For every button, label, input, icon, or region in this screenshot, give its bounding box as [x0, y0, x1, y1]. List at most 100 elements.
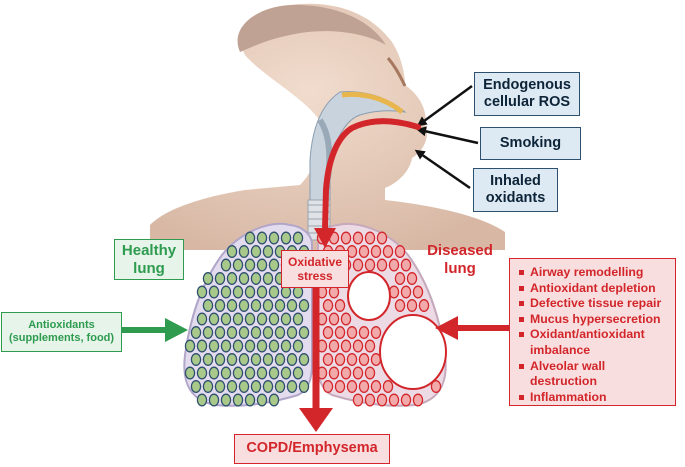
alveolus — [412, 285, 424, 299]
alveolus — [244, 339, 256, 353]
alveolus — [298, 353, 310, 366]
alveolus — [226, 326, 238, 339]
alveolus — [184, 366, 196, 380]
alveolus — [262, 272, 274, 285]
alveolus — [190, 353, 202, 366]
alveolus — [370, 245, 382, 258]
antioxidants-box: Antioxidants (supplements, food) — [1, 312, 122, 352]
alveolus — [196, 393, 208, 407]
alveolus — [238, 272, 250, 285]
alveolus — [268, 393, 280, 407]
alveolus — [214, 299, 226, 312]
endogenous-arrow — [416, 84, 473, 127]
alveolus — [292, 231, 304, 245]
alveolus — [202, 272, 214, 285]
effect-item: Antioxidant depletion — [518, 281, 671, 297]
alveolus — [226, 272, 238, 285]
alveolus — [406, 299, 418, 312]
alveolus — [268, 231, 280, 245]
alveolus — [340, 312, 352, 326]
alveolus — [214, 272, 226, 285]
alveolus — [286, 380, 298, 393]
alveolus — [364, 339, 376, 353]
alveolus — [196, 366, 208, 380]
effect-item: Mucus hypersecretion — [518, 312, 671, 328]
alveolus — [220, 258, 232, 272]
alveolus — [244, 258, 256, 272]
alveolus — [352, 393, 364, 407]
alveolus — [286, 299, 298, 312]
alveolus — [232, 339, 244, 353]
alveolus — [190, 326, 202, 339]
alveolus — [220, 339, 232, 353]
alveolus — [244, 366, 256, 380]
alveolus — [406, 272, 418, 285]
alveolus — [286, 353, 298, 366]
alveolus — [394, 299, 406, 312]
alveolus — [256, 339, 268, 353]
alveolus — [262, 380, 274, 393]
endogenous-ros-box: Endogenous cellular ROS — [474, 72, 580, 116]
alveolus — [334, 299, 346, 312]
alveolus — [364, 231, 376, 245]
alveolus — [388, 393, 400, 407]
healthy-lung-illustration — [183, 222, 313, 407]
alveolus — [256, 285, 268, 299]
effect-item: Inflammation — [518, 390, 671, 406]
alveolus — [220, 366, 232, 380]
inhaled-arrow — [414, 149, 471, 190]
alveolus — [214, 326, 226, 339]
alveolus — [274, 380, 286, 393]
alveolus — [232, 285, 244, 299]
alveolus — [184, 339, 196, 353]
antioxidant-arrowhead — [165, 318, 188, 342]
alveolus — [340, 231, 352, 245]
airflow-arrowhead — [314, 228, 336, 248]
alveolus — [262, 299, 274, 312]
alveolus — [232, 366, 244, 380]
effect-item: Oxidant/antioxidant imbalance — [518, 327, 671, 358]
alveolus — [322, 326, 334, 339]
alveolus — [220, 285, 232, 299]
alveolus — [280, 339, 292, 353]
alveolus — [250, 326, 262, 339]
alveolus — [250, 245, 262, 258]
alveolus — [358, 245, 370, 258]
alveolus — [298, 380, 310, 393]
alveolus — [376, 258, 388, 272]
alveolus — [256, 393, 268, 407]
alveolus — [340, 366, 352, 380]
alveolus — [412, 393, 424, 407]
alveolus — [202, 326, 214, 339]
alveolus — [238, 326, 250, 339]
alveolus — [268, 312, 280, 326]
alveolus — [226, 353, 238, 366]
alveolus — [376, 393, 388, 407]
alveolus — [232, 393, 244, 407]
alveolus — [286, 326, 298, 339]
oxidative-stress-box: Oxidative stress — [281, 250, 349, 288]
alveolus — [244, 393, 256, 407]
alveolus — [292, 366, 304, 380]
alveolus — [352, 339, 364, 353]
alveolus — [376, 231, 388, 245]
alveolus — [268, 339, 280, 353]
alveolus — [274, 326, 286, 339]
alveolus — [262, 326, 274, 339]
stress-to-outcome-arrowhead — [299, 408, 333, 432]
alveolus — [196, 285, 208, 299]
alveolus — [262, 353, 274, 366]
smoking-arrow — [416, 126, 479, 145]
alveolus — [298, 326, 310, 339]
alveolus — [214, 380, 226, 393]
effect-item: Defective tissue repair — [518, 296, 671, 312]
alveolus — [346, 326, 358, 339]
alveolus — [274, 299, 286, 312]
alveolus — [208, 312, 220, 326]
alveolus — [292, 312, 304, 326]
alveolus — [370, 380, 382, 393]
inhaled-oxidants-box: Inhaled oxidants — [473, 168, 558, 212]
alveolus — [250, 353, 262, 366]
alveolus — [322, 299, 334, 312]
